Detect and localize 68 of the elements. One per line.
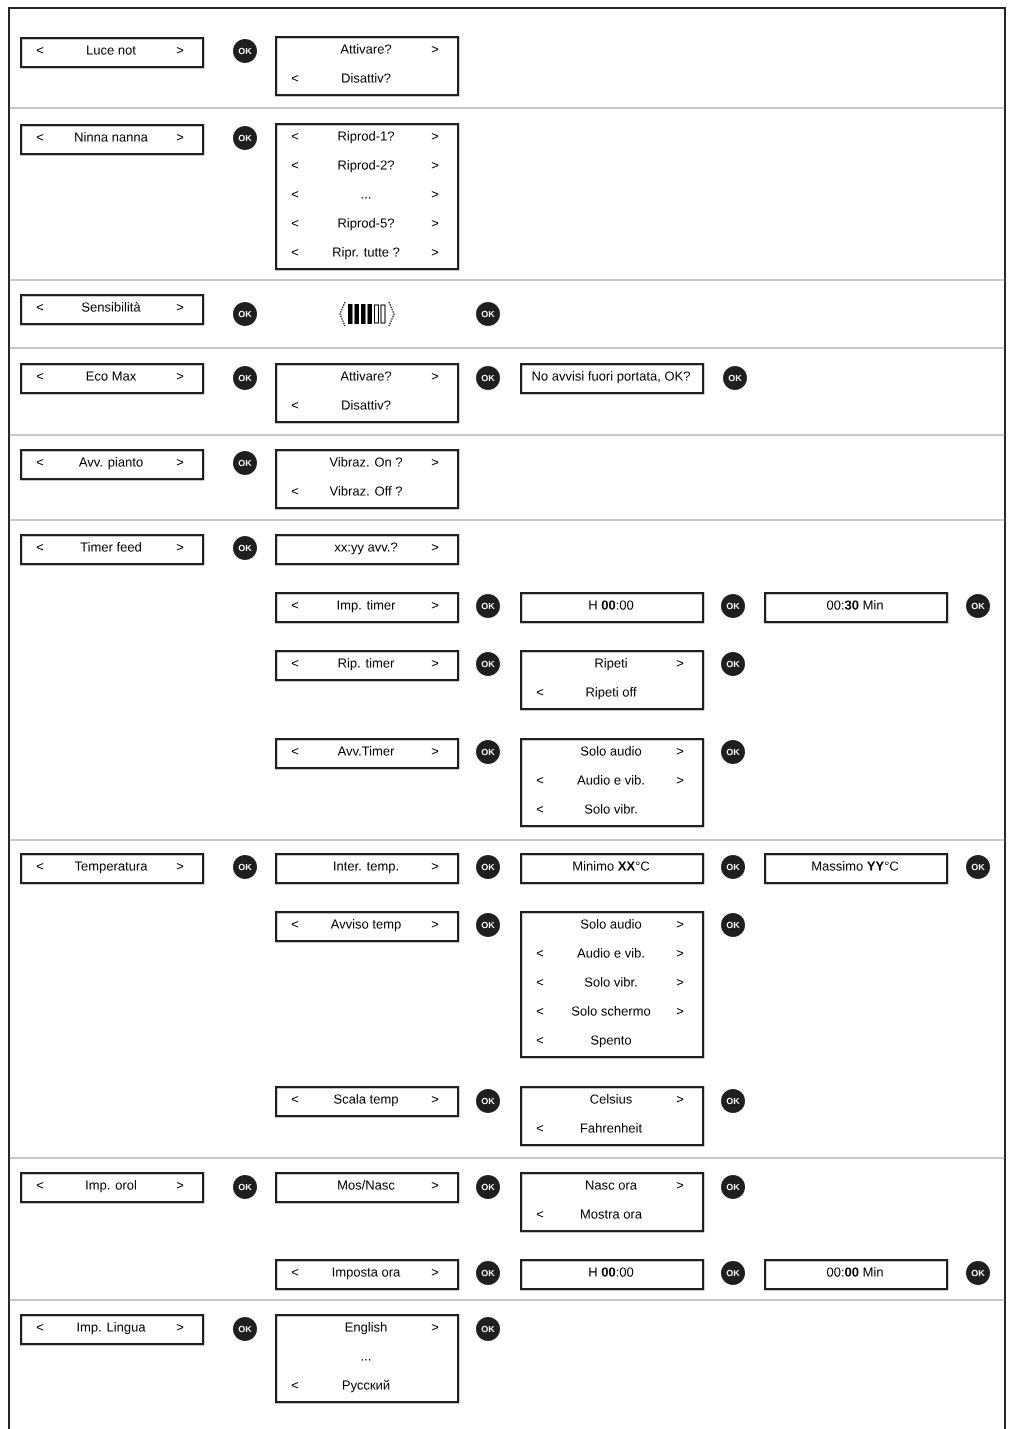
level-indicator-icon [339,301,395,327]
ok-button: OK [721,855,745,879]
menu-box: < Luce not > [20,37,205,69]
ok-button: OK [233,1175,257,1199]
menu-box: < Rip. timer > [275,650,460,682]
ok-button: OK [476,302,500,326]
ok-button: OK [721,913,745,937]
menu-box: Solo audio > < Audio e vib. > < Solo vibr. > < Solo schermo > < Spento [520,911,705,1059]
ok-button: OK [476,366,500,390]
menu-box: Inter. temp. > [275,853,460,885]
menu-box: Nasc ora > < Mostra ora [520,1172,705,1233]
ok-button: OK [721,652,745,676]
ok-button: OK [233,366,257,390]
menu-box: < Imp. timer > [275,592,460,624]
menu-box: < Imp. Lingua > [20,1314,205,1346]
menu-box: Mos/Nasc > [275,1172,460,1204]
ok-button: OK [233,536,257,560]
ok-button: OK [721,740,745,764]
menu-box: < Eco Max > [20,363,205,395]
menu-box: < Sensibilità > [20,294,205,326]
ok-button: OK [476,652,500,676]
menu-box: Massimo YY°C [764,853,949,885]
menu-box: < Timer feed > [20,534,205,566]
menu-box: H 00:00 [520,1259,705,1291]
ok-button: OK [476,1175,500,1199]
ok-button: OK [233,39,257,63]
menu-box: < Temperatura > [20,853,205,885]
menu-box: < Scala temp > [275,1086,460,1118]
menu-box: < Imp. orol > [20,1172,205,1204]
menu-box: Attivare? > < Disattiv? [275,36,460,97]
ok-button: OK [233,126,257,150]
menu-box: < Avv.Timer > [275,738,460,770]
menu-box: < Imposta ora > [275,1259,460,1291]
ok-button: OK [721,1261,745,1285]
menu-box: No avvisi fuori portata, OK? [520,363,705,395]
menu-box: < Avv. pianto > [20,449,205,481]
ok-button: OK [233,302,257,326]
ok-button: OK [721,1089,745,1113]
menu-box: Ripeti > < Ripeti off [520,650,705,711]
menu-box: < Ninna nanna > [20,124,205,156]
menu-box: Attivare? > < Disattiv? [275,363,460,424]
ok-button: OK [966,855,990,879]
ok-button: OK [476,1089,500,1113]
ok-button: OK [233,451,257,475]
menu-box: xx:yy avv.? > [275,534,460,566]
ok-button: OK [476,1261,500,1285]
ok-button: OK [476,855,500,879]
menu-box: English > ... < Русский [275,1314,460,1404]
ok-button: OK [966,1261,990,1285]
menu-box: Vibraz. On ? > < Vibraz. Off ? [275,449,460,510]
ok-button: OK [723,366,747,390]
ok-button: OK [476,1317,500,1341]
menu-box: < Avviso temp > [275,911,460,943]
ok-button: OK [721,1175,745,1199]
menu-box: Celsius > < Fahrenheit [520,1086,705,1147]
menu-box: Solo audio > < Audio e vib. > < Solo vibr. [520,738,705,828]
menu-box: Minimo XX°C [520,853,705,885]
ok-button: OK [721,594,745,618]
ok-button: OK [476,594,500,618]
ok-button: OK [476,913,500,937]
menu-box: 00:00 Min [764,1259,949,1291]
ok-button: OK [233,855,257,879]
menu-box: < Riprod-1? > < Riprod-2? > < ... > < Riprod-5? > < Ripr. tutte ? > [275,123,460,271]
ok-button: OK [233,1317,257,1341]
menu-box: H 00:00 [520,592,705,624]
ok-button: OK [476,740,500,764]
menu-box: 00:30 Min [764,592,949,624]
ok-button: OK [966,594,990,618]
